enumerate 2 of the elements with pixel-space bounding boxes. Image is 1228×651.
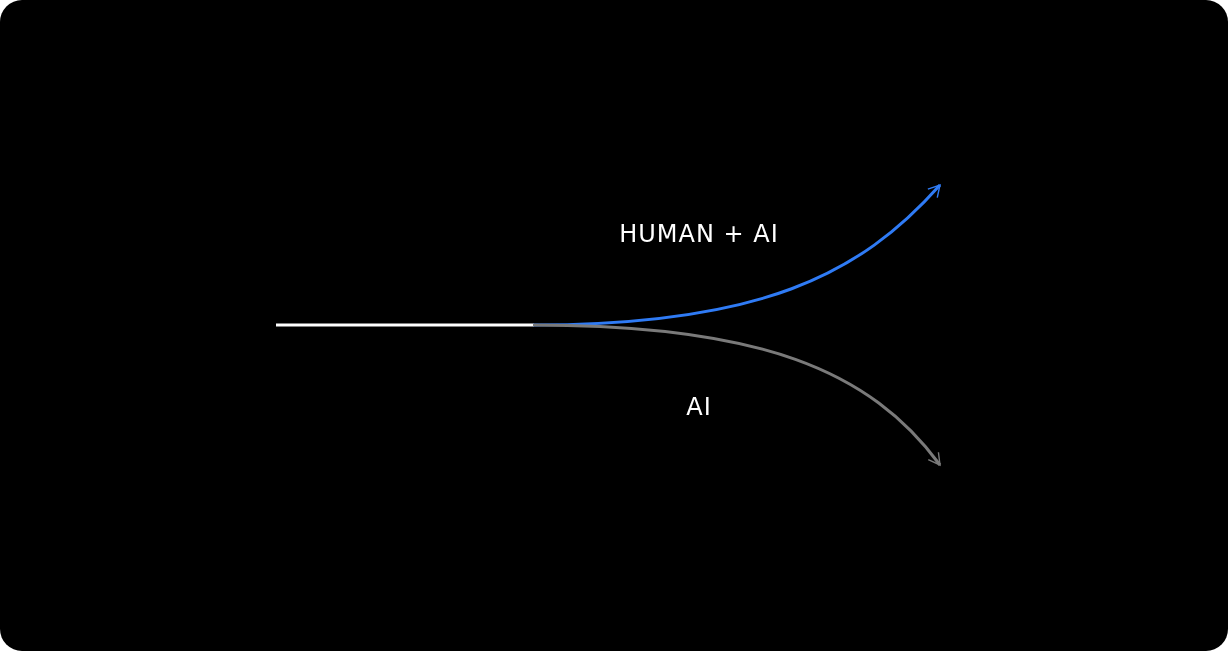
- arrow-label: AI: [686, 393, 712, 421]
- arrow-label: HUMAN + AI: [619, 220, 779, 248]
